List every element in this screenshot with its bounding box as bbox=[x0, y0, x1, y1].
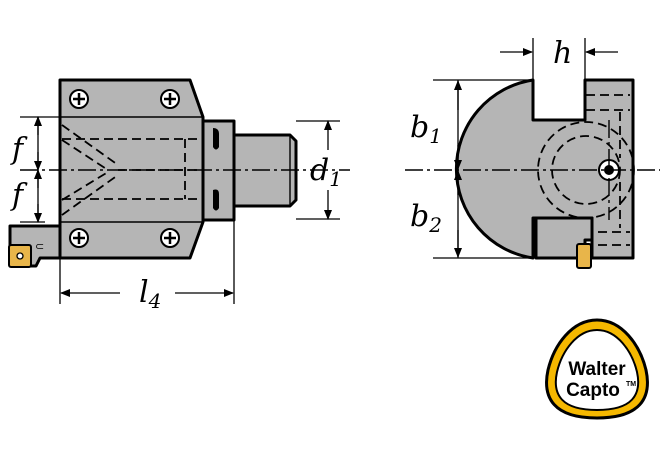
dimension-f bbox=[20, 116, 60, 223]
flange-slots bbox=[213, 128, 219, 211]
logo-line2: Capto bbox=[566, 380, 620, 401]
logo-line1: Walter bbox=[568, 359, 626, 380]
label-f-lower: f bbox=[10, 178, 28, 213]
clamp-mark: ⊂ bbox=[35, 240, 44, 253]
walter-capto-logo: Walter Capto TM bbox=[545, 318, 649, 420]
front-view: h b1 b2 bbox=[405, 36, 660, 269]
label-b1: b1 bbox=[410, 110, 442, 148]
dimension-h bbox=[500, 38, 618, 80]
screw-icon bbox=[69, 89, 89, 109]
dimension-b bbox=[433, 79, 533, 259]
label-d1: d1 bbox=[310, 153, 342, 191]
screw-icon bbox=[160, 89, 180, 109]
logo-tm: TM bbox=[626, 381, 636, 388]
label-f-upper: f bbox=[10, 132, 28, 167]
dimension-l4 bbox=[59, 220, 235, 304]
insert-icon bbox=[576, 243, 592, 269]
label-h: h bbox=[553, 36, 572, 71]
label-l4: l4 bbox=[139, 275, 161, 313]
side-view: ⊂ f f d1 l4 bbox=[8, 78, 350, 313]
screw-icon bbox=[160, 228, 180, 248]
label-b2: b2 bbox=[410, 199, 442, 237]
hidden-lines-front bbox=[586, 94, 630, 246]
hidden-lines bbox=[61, 124, 200, 216]
screw-icon bbox=[69, 228, 89, 248]
dimension-d1 bbox=[296, 120, 340, 220]
insert-icon bbox=[8, 244, 32, 268]
